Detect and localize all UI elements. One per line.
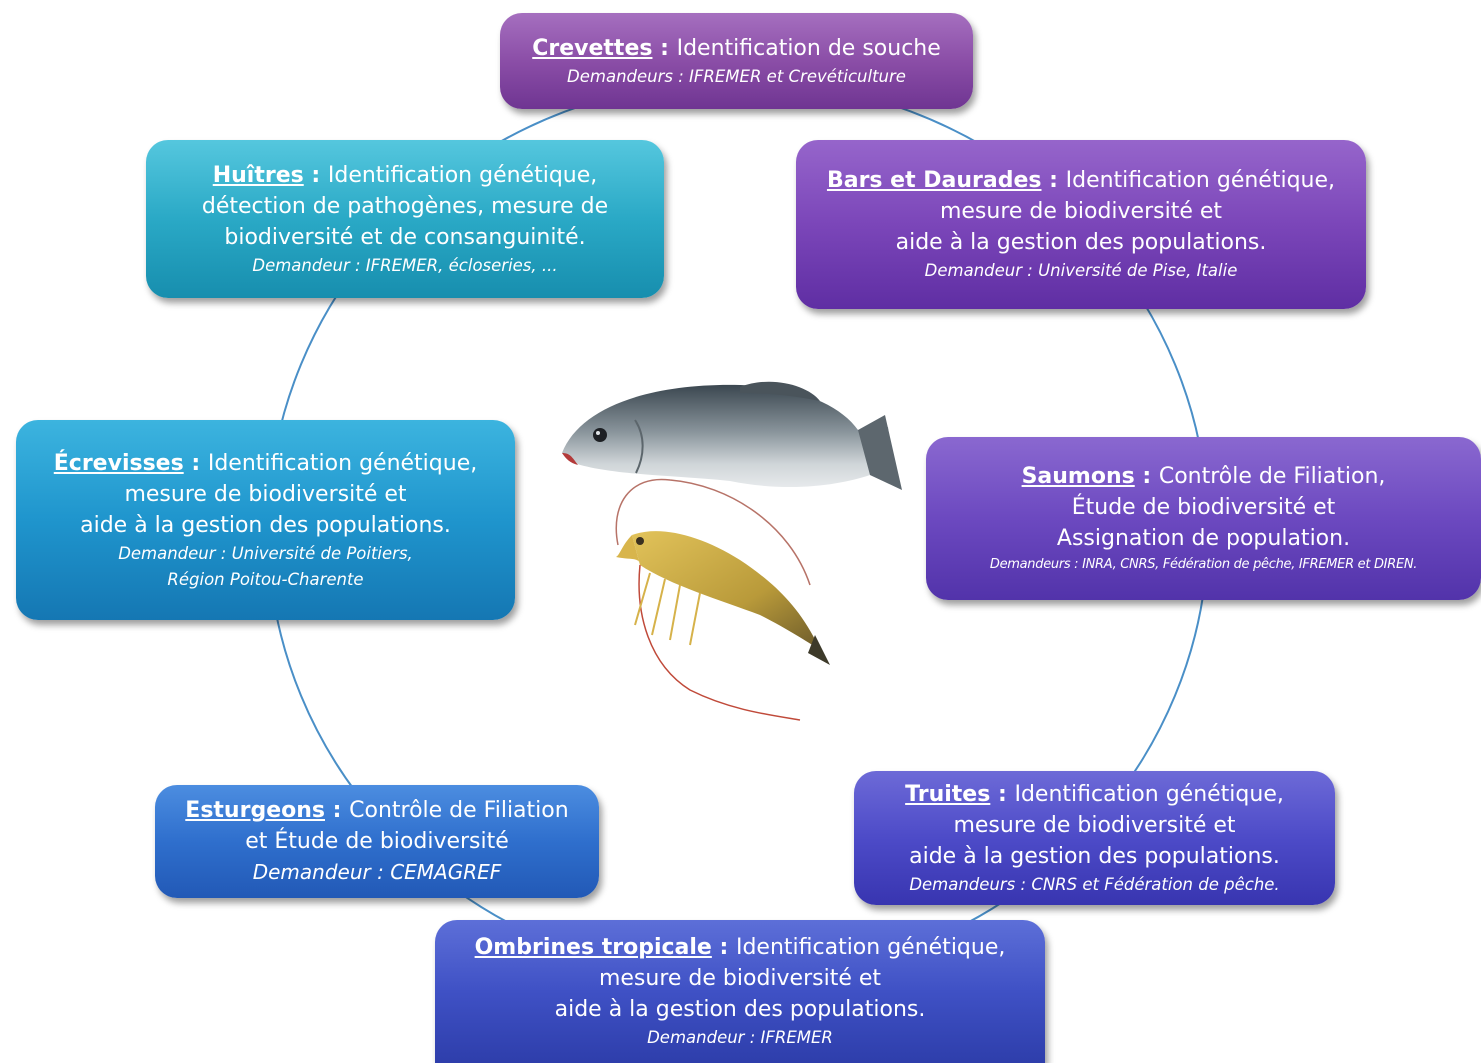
- box-text: et Étude de biodiversité: [245, 829, 509, 854]
- box-text: Identification génétique,: [327, 162, 598, 188]
- box-title: Truites: [905, 781, 991, 807]
- box-requester: Demandeurs : CNRS et Fédération de pêche…: [909, 874, 1280, 894]
- title-separator: :: [183, 450, 208, 476]
- box-requester: Région Poitou-Charente: [167, 569, 364, 589]
- box-text: Contrôle de Filiation: [349, 798, 569, 823]
- box-text: détection de pathogènes, mesure de: [201, 193, 609, 219]
- crevettes-box: Crevettes : Identification de souche Dem…: [500, 13, 973, 109]
- box-text: aide à la gestion des populations.: [909, 843, 1280, 869]
- ombrines-box: Ombrines tropicale : Identification géné…: [435, 920, 1045, 1063]
- box-text: Identification génétique,: [207, 450, 478, 476]
- box-text: biodiversité et de consanguinité.: [224, 224, 586, 250]
- box-requester: Demandeur : Université de Pise, Italie: [924, 261, 1238, 280]
- box-text: mesure de biodiversité et: [124, 481, 407, 507]
- box-text: mesure de biodiversité et: [939, 199, 1223, 224]
- shrimp-icon: [615, 478, 830, 721]
- title-separator: :: [1041, 168, 1066, 193]
- title-separator: :: [652, 35, 677, 61]
- box-text: Identification génétique,: [1014, 781, 1284, 807]
- huitres-box: Huîtres : Identification génétique, déte…: [146, 140, 664, 298]
- box-text: Assignation de population.: [1056, 526, 1351, 551]
- box-text: mesure de biodiversité et: [598, 966, 882, 991]
- box-requester: Demandeur : Université de Poitiers,: [118, 543, 413, 563]
- box-text: aide à la gestion des populations.: [895, 230, 1267, 255]
- title-separator: :: [711, 935, 736, 960]
- bars-daurades-box: Bars et Daurades : Identification généti…: [796, 140, 1366, 309]
- box-requester: Demandeur : CEMAGREF: [252, 860, 502, 884]
- title-separator: :: [303, 162, 328, 188]
- box-title: Ombrines tropicale: [474, 935, 712, 960]
- box-title: Huîtres: [212, 162, 304, 188]
- box-text: aide à la gestion des populations.: [80, 512, 451, 538]
- title-separator: :: [325, 798, 350, 823]
- saumons-box: Saumons : Contrôle de Filiation, Étude d…: [926, 437, 1481, 600]
- title-separator: :: [1134, 464, 1159, 489]
- box-title: Bars et Daurades: [826, 168, 1042, 193]
- center-illustration: [562, 381, 902, 721]
- box-title: Saumons: [1021, 464, 1135, 489]
- box-text: Identification génétique,: [1065, 168, 1336, 193]
- box-title: Écrevisses: [53, 450, 184, 476]
- ecrevisses-box: Écrevisses : Identification génétique, m…: [16, 420, 515, 620]
- box-text: Identification de souche: [676, 35, 941, 61]
- box-text: Contrôle de Filiation,: [1158, 464, 1386, 489]
- box-text: Étude de biodiversité et: [1071, 495, 1336, 520]
- box-text: aide à la gestion des populations.: [554, 997, 926, 1022]
- esturgeons-box: Esturgeons : Contrôle de Filiation et Ét…: [155, 785, 599, 898]
- box-requester: Demandeur : IFREMER, écloseries, ...: [252, 255, 558, 275]
- box-title: Crevettes: [532, 35, 653, 61]
- box-requester: Demandeurs : IFREMER et Crevéticulture: [567, 66, 906, 86]
- box-text: mesure de biodiversité et: [953, 812, 1236, 838]
- truites-box: Truites : Identification génétique, mesu…: [854, 771, 1335, 905]
- box-requester: Demandeur : IFREMER: [647, 1028, 833, 1047]
- box-requester: Demandeurs : INRA, CNRS, Fédération de p…: [989, 557, 1418, 572]
- sea-bass-icon: [562, 381, 902, 490]
- box-title: Esturgeons: [185, 798, 325, 823]
- title-separator: :: [990, 781, 1015, 807]
- box-text: Identification génétique,: [735, 935, 1006, 960]
